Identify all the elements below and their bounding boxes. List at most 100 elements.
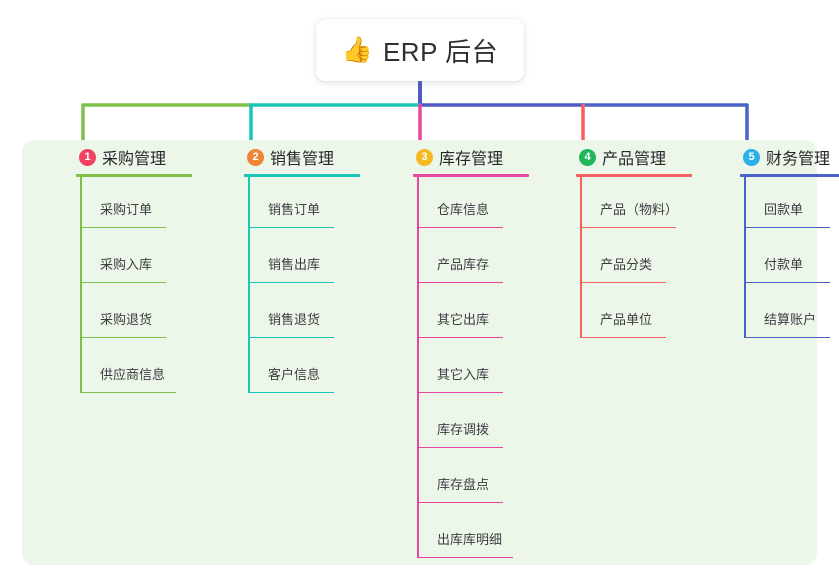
branch-item-label: 产品单位 xyxy=(600,312,653,327)
branch-item-list: 销售订单销售出库销售退货客户信息 xyxy=(230,177,390,397)
branch-item-underline xyxy=(417,392,503,394)
branch-item-underline xyxy=(248,282,334,284)
branch-item-list: 产品（物料） 产品分类产品单位 xyxy=(562,177,722,342)
branch-item-underline xyxy=(248,392,334,394)
branch-header-3[interactable]: 3 库存管理 xyxy=(399,140,559,177)
branch-item[interactable]: 采购订单 xyxy=(62,177,222,232)
branch-item[interactable]: 产品单位 xyxy=(562,287,722,342)
branch-item-label: 结算账户 xyxy=(764,312,817,327)
branch-item-label: 供应商信息 xyxy=(100,367,166,382)
thumbs-up-icon: 👍 xyxy=(341,35,373,64)
branch-item-list: 采购订单采购入库采购退货供应商信息 xyxy=(62,177,222,397)
branch-header-underline xyxy=(576,174,692,177)
branch-item[interactable]: 销售退货 xyxy=(230,287,390,342)
branch-column-5: 5 财务管理回款单付款单结算账户 xyxy=(726,140,839,342)
branch-header-underline xyxy=(76,174,192,177)
branch-item-underline xyxy=(417,337,503,339)
branch-item[interactable]: 供应商信息 xyxy=(62,342,222,397)
branch-spine-line xyxy=(248,177,250,393)
branch-item[interactable]: 库存盘点 xyxy=(399,452,559,507)
branch-item-label: 出库库明细 xyxy=(437,532,503,547)
branch-title: 财务管理 xyxy=(766,151,831,168)
branch-item-underline xyxy=(580,227,676,229)
branch-header-2[interactable]: 2 销售管理 xyxy=(230,140,390,177)
branch-item-underline xyxy=(580,282,666,284)
branch-number-badge: 3 xyxy=(416,148,433,166)
branch-column-2: 2 销售管理销售订单销售出库销售退货客户信息 xyxy=(230,140,390,397)
branch-item-underline xyxy=(744,227,830,229)
branch-number-badge: 4 xyxy=(579,148,596,166)
branch-item[interactable]: 其它入库 xyxy=(399,342,559,397)
branch-item-underline xyxy=(80,392,176,394)
branch-item-underline xyxy=(417,557,513,559)
branch-column-1: 1 采购管理采购订单采购入库采购退货供应商信息 xyxy=(62,140,222,397)
branch-item-underline xyxy=(744,282,830,284)
branch-item-underline xyxy=(80,227,166,229)
branch-item-label: 其它入库 xyxy=(437,367,490,382)
branch-item-label: 产品库存 xyxy=(437,257,490,272)
branch-header-underline xyxy=(413,174,529,177)
branch-item-underline xyxy=(417,502,503,504)
branch-item[interactable]: 采购退货 xyxy=(62,287,222,342)
branch-item-label: 产品（物料） xyxy=(600,202,679,217)
branch-header-1[interactable]: 1 采购管理 xyxy=(62,140,222,177)
branch-item[interactable]: 库存调拨 xyxy=(399,397,559,452)
branch-item-label: 回款单 xyxy=(764,202,804,217)
branch-item-list: 仓库信息产品库存其它出库其它入库库存调拨库存盘点出库库明细 xyxy=(399,177,559,562)
branch-item[interactable]: 仓库信息 xyxy=(399,177,559,232)
branch-spine-line xyxy=(80,177,82,393)
branch-item-label: 采购订单 xyxy=(100,202,153,217)
branch-item-label: 销售退货 xyxy=(268,312,321,327)
branch-item-underline xyxy=(417,227,503,229)
branch-item[interactable]: 客户信息 xyxy=(230,342,390,397)
branch-item-underline xyxy=(80,282,166,284)
branch-item-label: 采购入库 xyxy=(100,257,153,272)
branch-item[interactable]: 产品（物料） xyxy=(562,177,722,232)
branch-title: 销售管理 xyxy=(270,151,335,168)
branch-header-4[interactable]: 4 产品管理 xyxy=(562,140,722,177)
branch-number-badge: 1 xyxy=(79,148,96,166)
branch-item-label: 产品分类 xyxy=(600,257,653,272)
branch-column-4: 4 产品管理产品（物料） 产品分类产品单位 xyxy=(562,140,722,342)
branch-item-list: 回款单付款单结算账户 xyxy=(726,177,839,342)
branch-item-underline xyxy=(744,337,830,339)
branch-item-label: 销售出库 xyxy=(268,257,321,272)
branch-item[interactable]: 付款单 xyxy=(726,232,839,287)
branch-item[interactable]: 销售订单 xyxy=(230,177,390,232)
branch-title: 产品管理 xyxy=(602,151,667,168)
branch-item-underline xyxy=(580,337,666,339)
branch-item-label: 采购退货 xyxy=(100,312,153,327)
branch-title: 采购管理 xyxy=(102,151,167,168)
root-node-title: ERP 后台 xyxy=(382,36,499,67)
branch-item[interactable]: 出库库明细 xyxy=(399,507,559,562)
branch-spine-line xyxy=(417,177,419,558)
branch-item-label: 付款单 xyxy=(764,257,804,272)
branch-item-underline xyxy=(80,337,166,339)
branch-item[interactable]: 其它出库 xyxy=(399,287,559,342)
branch-number-badge: 5 xyxy=(743,148,760,166)
branch-item[interactable]: 销售出库 xyxy=(230,232,390,287)
branch-item[interactable]: 采购入库 xyxy=(62,232,222,287)
branch-header-5[interactable]: 5 财务管理 xyxy=(726,140,839,177)
branch-item-label: 销售订单 xyxy=(268,202,321,217)
branch-title: 库存管理 xyxy=(439,151,504,168)
root-node-card[interactable]: 👍 ERP 后台 xyxy=(316,19,524,81)
branch-item[interactable]: 产品分类 xyxy=(562,232,722,287)
branch-item-label: 客户信息 xyxy=(268,367,321,382)
branch-item[interactable]: 产品库存 xyxy=(399,232,559,287)
branch-header-underline xyxy=(740,174,839,177)
branch-item[interactable]: 结算账户 xyxy=(726,287,839,342)
branch-item-label: 库存调拨 xyxy=(437,422,490,437)
branch-item-label: 其它出库 xyxy=(437,312,490,327)
branch-spine-line xyxy=(580,177,582,338)
branches-panel: 1 采购管理采购订单采购入库采购退货供应商信息 2 销售管理销售订单销售出库销售退货客… xyxy=(22,140,839,565)
branch-item-label: 仓库信息 xyxy=(437,202,490,217)
branch-number-badge: 2 xyxy=(247,148,264,166)
branch-spine-line xyxy=(744,177,746,338)
branch-header-underline xyxy=(244,174,360,177)
branch-item-underline xyxy=(248,337,334,339)
branch-item-underline xyxy=(417,282,503,284)
branch-item[interactable]: 回款单 xyxy=(726,177,839,232)
branch-item-label: 库存盘点 xyxy=(437,477,490,492)
